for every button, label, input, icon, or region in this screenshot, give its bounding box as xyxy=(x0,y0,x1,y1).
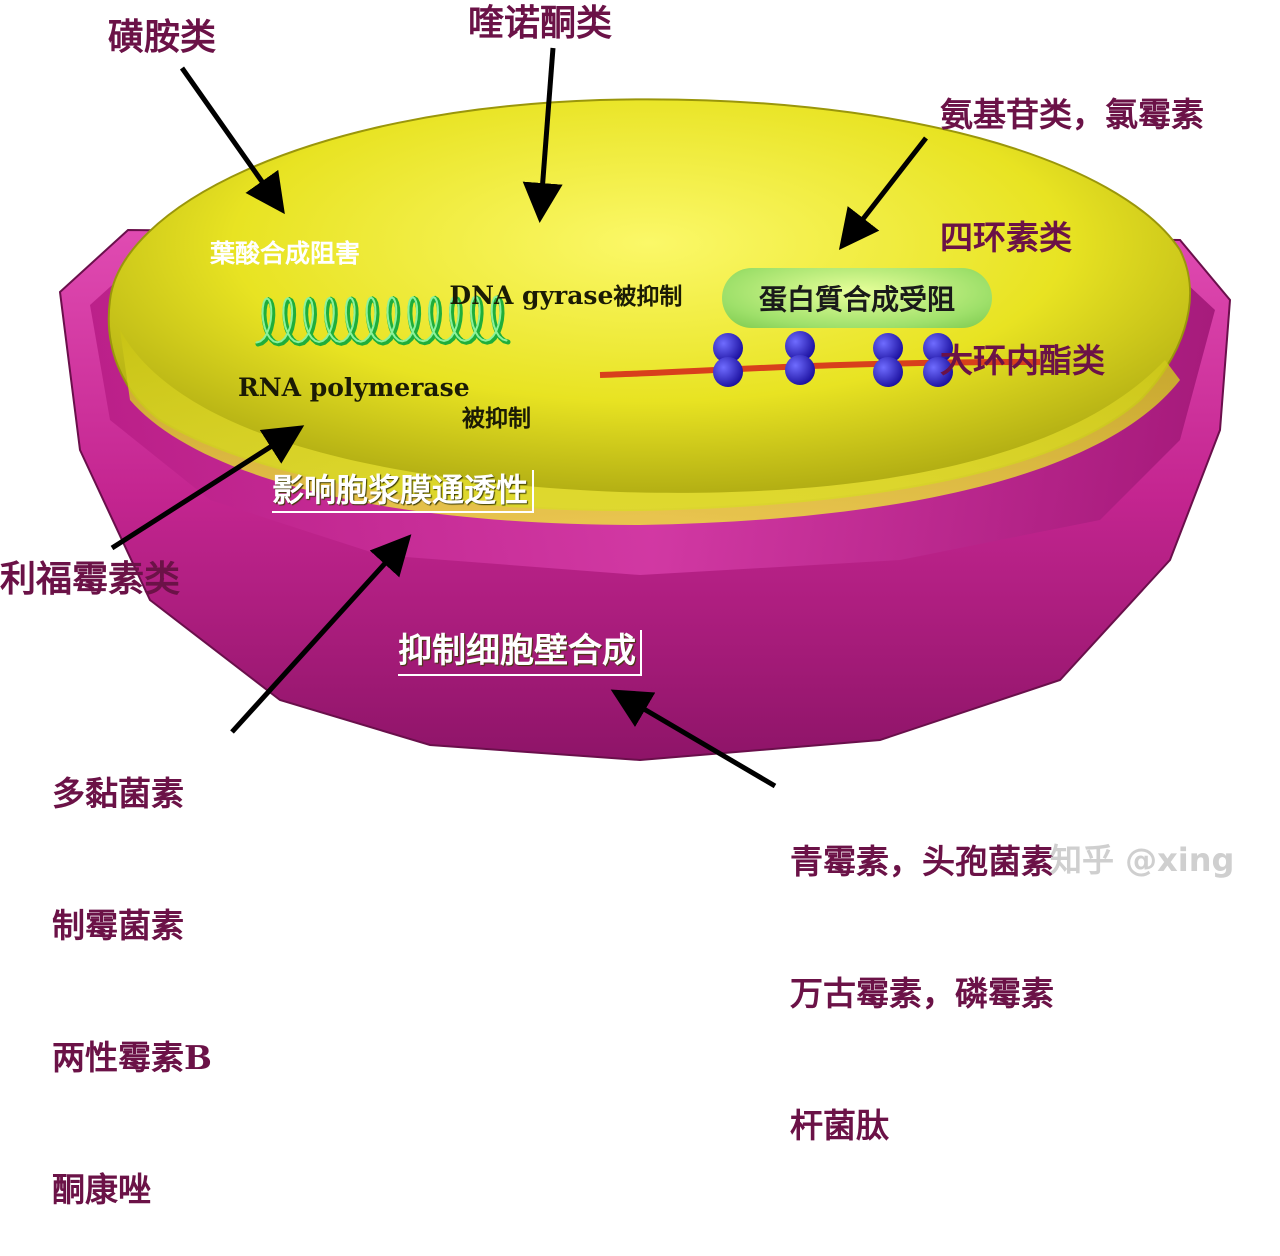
label-quinolones: 喹诺酮类 xyxy=(468,2,613,44)
label-folate: 葉酸合成阻害 xyxy=(210,239,361,268)
label-rna-polymerase: RNA polymerase xyxy=(238,373,470,402)
arrow-membrane-antibiotics xyxy=(230,534,412,734)
watermark: 知乎 @xing xyxy=(1050,841,1235,879)
label-protein-antibiotics: 氨基苷类，氯霉素 四环素类 大环内酯类 xyxy=(940,12,1204,422)
membrane-antibiotic-2: 制霉菌素 xyxy=(52,906,184,945)
arrow-rifamycins xyxy=(110,425,305,551)
label-membrane-antibiotics: 多黏菌素 制霉菌素 两性霉素B 酮康唑 xyxy=(52,684,212,1256)
label-cell-wall: 抑制细胞壁合成 xyxy=(398,630,642,676)
label-membrane: 影响胞浆膜通透性 xyxy=(272,470,535,513)
label-cell-wall-antibiotics: 青霉素，头孢菌素 万古霉素，磷霉素 杆菌肽 xyxy=(790,752,1054,1192)
label-dna-gyrase: DNA gyrase被抑制 xyxy=(432,248,682,312)
cell-wall-antibiotic-3: 杆菌肽 xyxy=(790,1106,889,1145)
cell-wall-antibiotic-1: 青霉素，头孢菌素 xyxy=(790,842,1054,881)
mrna-strand xyxy=(599,359,1041,378)
ribosome-icon xyxy=(713,331,953,387)
membrane-antibiotic-3: 两性霉素B xyxy=(52,1038,212,1077)
protein-antibiotic-3: 大环内酯类 xyxy=(940,341,1105,380)
arrow-quinolones xyxy=(522,47,563,223)
membrane-antibiotic-1: 多黏菌素 xyxy=(52,774,184,813)
label-sulfonamides: 磺胺类 xyxy=(108,16,217,58)
label-protein-synthesis: 蛋白質合成受阻 xyxy=(722,268,992,328)
cell-wall-antibiotic-2: 万古霉素，磷霉素 xyxy=(790,974,1054,1013)
arrow-protein-antibiotics xyxy=(838,136,928,250)
label-rifamycins: 利福霉素类 xyxy=(0,558,181,600)
arrow-sulfonamides xyxy=(179,66,285,215)
dna-gyrase-suffix: 被抑制 xyxy=(613,283,683,310)
protein-antibiotic-2: 四环素类 xyxy=(940,218,1072,257)
dna-gyrase-text: DNA gyrase xyxy=(449,281,614,310)
membrane-antibiotic-4: 酮康唑 xyxy=(52,1170,151,1209)
arrow-cell-wall-antibiotics xyxy=(610,689,777,789)
dna-helix-icon xyxy=(255,295,511,347)
protein-antibiotic-1: 氨基苷类，氯霉素 xyxy=(940,95,1204,134)
cytoplasm-lower-rim xyxy=(120,330,1180,525)
bacterial-cell-diagram xyxy=(58,47,1232,789)
label-rna-polymerase-suffix: 被抑制 xyxy=(462,405,531,432)
